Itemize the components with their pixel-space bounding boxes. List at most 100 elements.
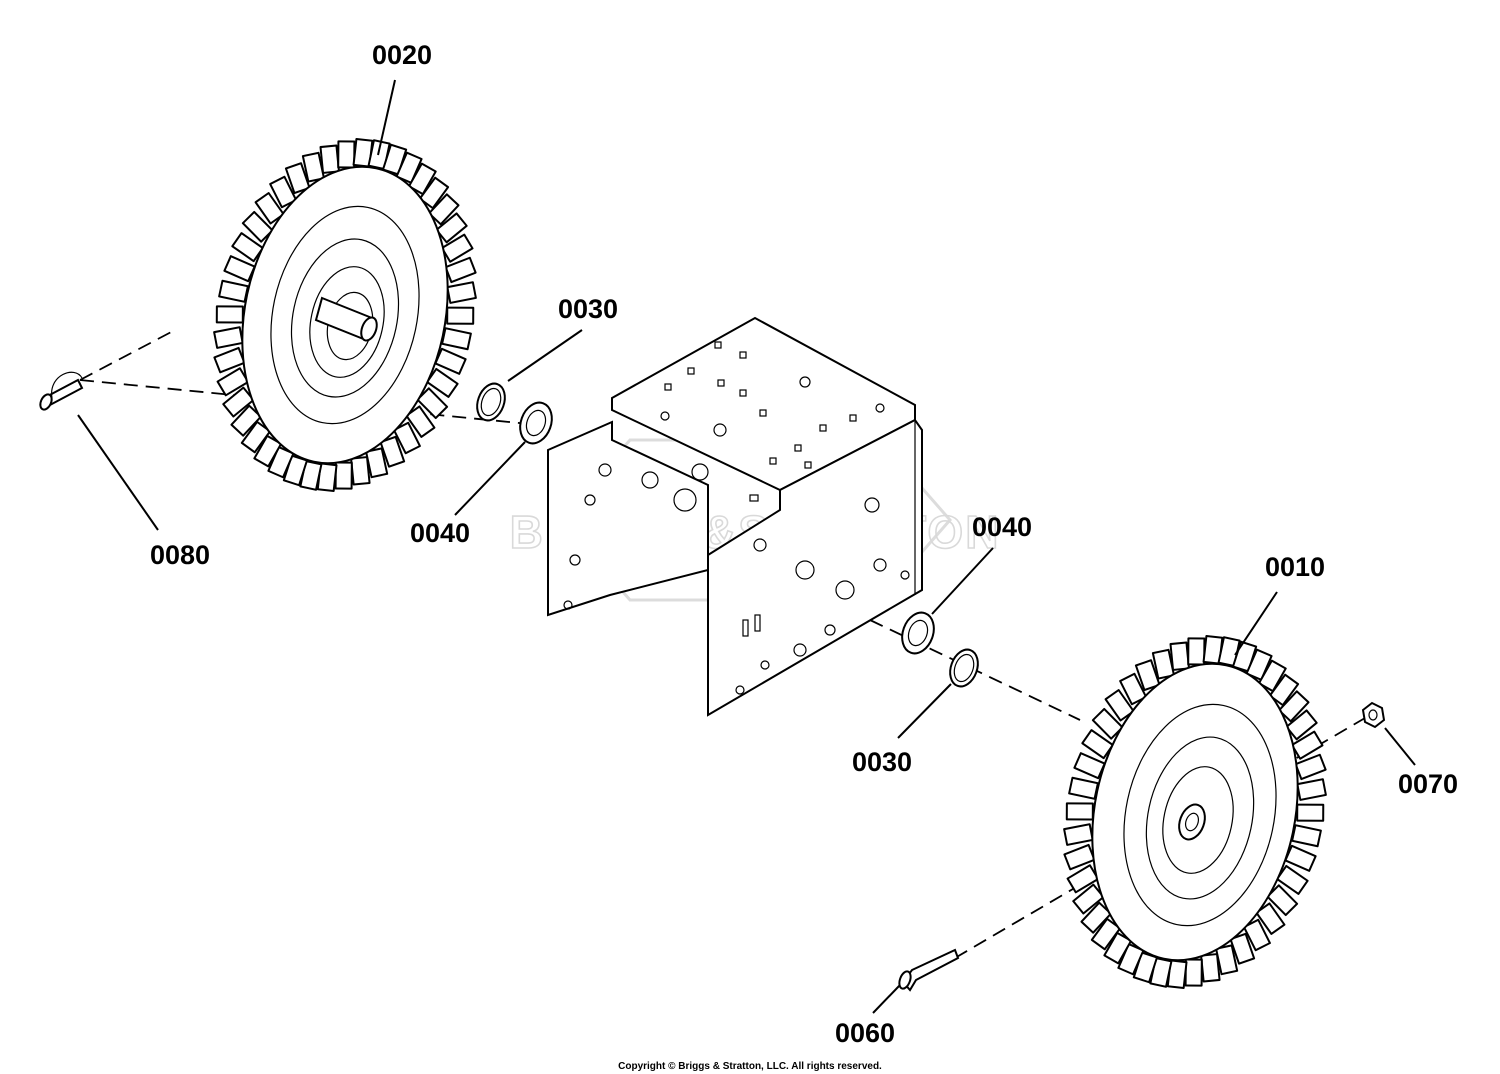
callout-0080[interactable]: 0080 — [150, 540, 210, 570]
washer-0040-upper[interactable] — [515, 398, 558, 448]
tread-lug — [1103, 931, 1133, 965]
tread-lug — [1104, 689, 1135, 722]
tread-lug — [1072, 883, 1105, 915]
frame-housing — [547, 316, 923, 717]
callout-0070[interactable]: 0070 — [1398, 769, 1458, 799]
tread-lug — [1294, 753, 1327, 781]
tread-lug — [223, 255, 256, 283]
tread-lug — [1169, 641, 1190, 671]
tread-lug — [253, 434, 283, 468]
tread-lug — [1081, 729, 1114, 760]
tread-lug — [1296, 803, 1325, 822]
tread-lug — [269, 175, 298, 209]
bolt-0060[interactable] — [897, 948, 960, 992]
tire-lugs-left — [213, 138, 477, 493]
tread-lug — [216, 367, 250, 397]
tread-lug — [1284, 844, 1317, 872]
tread-lug — [1242, 918, 1271, 952]
tread-lug — [231, 232, 264, 263]
callout-0030-lower[interactable]: 0030 — [852, 747, 912, 777]
tread-lug — [213, 346, 246, 374]
tread-lug — [441, 327, 472, 351]
bearing-0030-upper[interactable] — [472, 380, 509, 425]
copyright-notice: Copyright © Briggs & Stratton, LLC. All … — [618, 1061, 882, 1072]
callout-0040-lower[interactable]: 0040 — [972, 512, 1032, 542]
leader-lines — [77, 79, 1416, 1014]
tread-lug — [1278, 690, 1310, 723]
tread-lug — [230, 404, 262, 437]
tread-lug — [1068, 776, 1099, 800]
tread-lug — [395, 151, 423, 184]
tread-lug — [435, 212, 468, 244]
wheel-0020[interactable] — [213, 138, 477, 493]
tread-lug — [407, 162, 437, 196]
callout-0010[interactable]: 0010 — [1265, 552, 1325, 582]
tread-lug — [301, 151, 325, 183]
tread-lug — [1091, 707, 1124, 740]
hairpin-clip-0080[interactable] — [38, 371, 84, 411]
tread-lug — [218, 279, 249, 303]
tread-lug — [1296, 778, 1327, 801]
bolt-axle-line — [954, 717, 1366, 959]
tread-lug — [426, 367, 459, 398]
tread-lug — [1080, 901, 1112, 934]
tread-lug — [1285, 709, 1318, 741]
tread-lug — [440, 233, 474, 263]
tire-lugs-right — [1063, 635, 1327, 990]
tread-lug — [1065, 802, 1094, 821]
tread-lug — [1268, 673, 1300, 707]
wheel-0010[interactable] — [1063, 635, 1327, 990]
tread-lug — [1151, 648, 1175, 680]
tread-lug — [446, 281, 477, 304]
tread-lug — [444, 256, 477, 284]
tread-lug — [416, 387, 449, 420]
tread-lug — [284, 162, 311, 195]
tread-lug — [1291, 824, 1322, 848]
tread-lug — [1257, 659, 1287, 693]
tread-lug — [1245, 648, 1273, 681]
tread-lug — [428, 193, 460, 226]
tread-lug — [350, 456, 371, 486]
tread-lug — [1255, 902, 1286, 935]
tread-lug — [1066, 864, 1100, 894]
tread-lug — [1063, 823, 1094, 846]
tread-lug — [1229, 932, 1256, 965]
tread-lug — [334, 461, 353, 490]
tread-lug — [446, 306, 475, 325]
tread-lug — [1276, 864, 1309, 895]
bearing-0030-lower[interactable] — [945, 646, 982, 691]
upper-axle-line-2 — [79, 329, 176, 381]
tread-lug — [1200, 953, 1221, 983]
washer-0040-lower[interactable] — [897, 608, 940, 658]
tread-lug — [1073, 752, 1106, 780]
callout-0060[interactable]: 0060 — [835, 1018, 895, 1048]
tread-lug — [379, 435, 406, 468]
tread-lug — [1266, 884, 1299, 917]
tread-lug — [418, 176, 450, 210]
nut-0070[interactable] — [1361, 701, 1386, 729]
tread-lug — [240, 420, 272, 454]
tread-lug — [1119, 672, 1148, 706]
callout-0020[interactable]: 0020 — [372, 40, 432, 70]
tread-lug — [1215, 944, 1239, 976]
tread-lug — [213, 326, 244, 349]
tread-lug — [254, 192, 285, 225]
tread-lug — [1134, 659, 1161, 692]
tread-lug — [1063, 843, 1096, 871]
tread-lug — [1184, 958, 1203, 987]
tread-lug — [392, 421, 421, 455]
callout-0030-upper[interactable]: 0030 — [558, 294, 618, 324]
tread-lug — [405, 405, 436, 438]
tread-lug — [337, 140, 356, 169]
tread-lug — [222, 386, 255, 418]
tread-lug — [241, 210, 274, 243]
tread-lug — [1090, 917, 1122, 951]
tread-lug — [1290, 730, 1324, 760]
tread-lug — [434, 347, 467, 375]
callout-0040-upper[interactable]: 0040 — [410, 518, 470, 548]
tread-lug — [365, 447, 389, 479]
tread-lug — [319, 144, 340, 174]
tread-lug — [215, 305, 244, 324]
tread-lug — [1187, 637, 1206, 666]
